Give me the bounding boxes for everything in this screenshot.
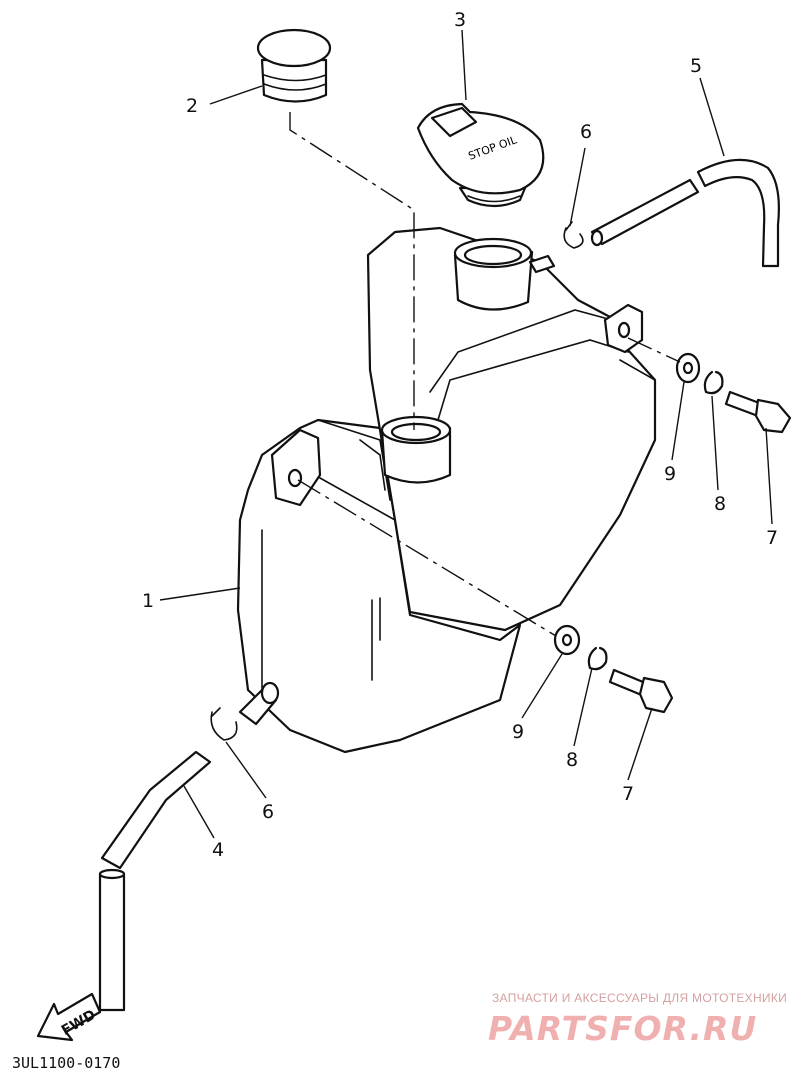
callout-5: 5 <box>690 55 702 77</box>
callout-9-upper: 9 <box>664 463 676 485</box>
callout-6-lower: 6 <box>262 801 274 823</box>
callout-4: 4 <box>212 839 224 861</box>
callout-labels: 1 2 3 4 5 6 6 7 7 8 8 9 9 <box>142 9 778 861</box>
leader-lines <box>159 29 773 839</box>
lower-hose <box>98 750 212 1012</box>
figure-code: 3UL1100-0170 <box>12 1054 120 1072</box>
watermark: ЗАПЧАСТИ И АКСЕССУАРЫ ДЛЯ МОТОТЕХНИКИ PA… <box>488 991 787 1048</box>
watermark-brand: PARTSFOR.RU <box>488 1009 757 1048</box>
oil-tank <box>236 226 657 754</box>
forward-arrow-icon: FWD <box>36 992 102 1042</box>
callout-8-upper: 8 <box>714 493 726 515</box>
washer-lower <box>553 624 581 656</box>
lock-washer-upper <box>703 370 724 395</box>
callout-8-lower: 8 <box>566 749 578 771</box>
washer-upper <box>675 352 701 384</box>
lock-washer-lower <box>587 646 608 671</box>
callout-3: 3 <box>454 9 466 31</box>
callout-2: 2 <box>186 95 198 117</box>
callout-1: 1 <box>142 590 154 612</box>
hose-clip-upper <box>563 221 584 249</box>
hose-clip-lower <box>210 707 238 741</box>
upper-hose <box>590 158 780 268</box>
bolt-lower <box>608 668 674 714</box>
oil-cap: STOP OIL <box>416 102 545 208</box>
filler-plug <box>256 28 332 103</box>
callout-6-upper: 6 <box>580 121 592 143</box>
callout-9-lower: 9 <box>512 721 524 743</box>
callout-7-lower: 7 <box>622 783 634 805</box>
bolt-upper <box>724 390 792 434</box>
watermark-caption: ЗАПЧАСТИ И АКСЕССУАРЫ ДЛЯ МОТОТЕХНИКИ <box>492 991 787 1005</box>
callout-7-upper: 7 <box>766 527 778 549</box>
